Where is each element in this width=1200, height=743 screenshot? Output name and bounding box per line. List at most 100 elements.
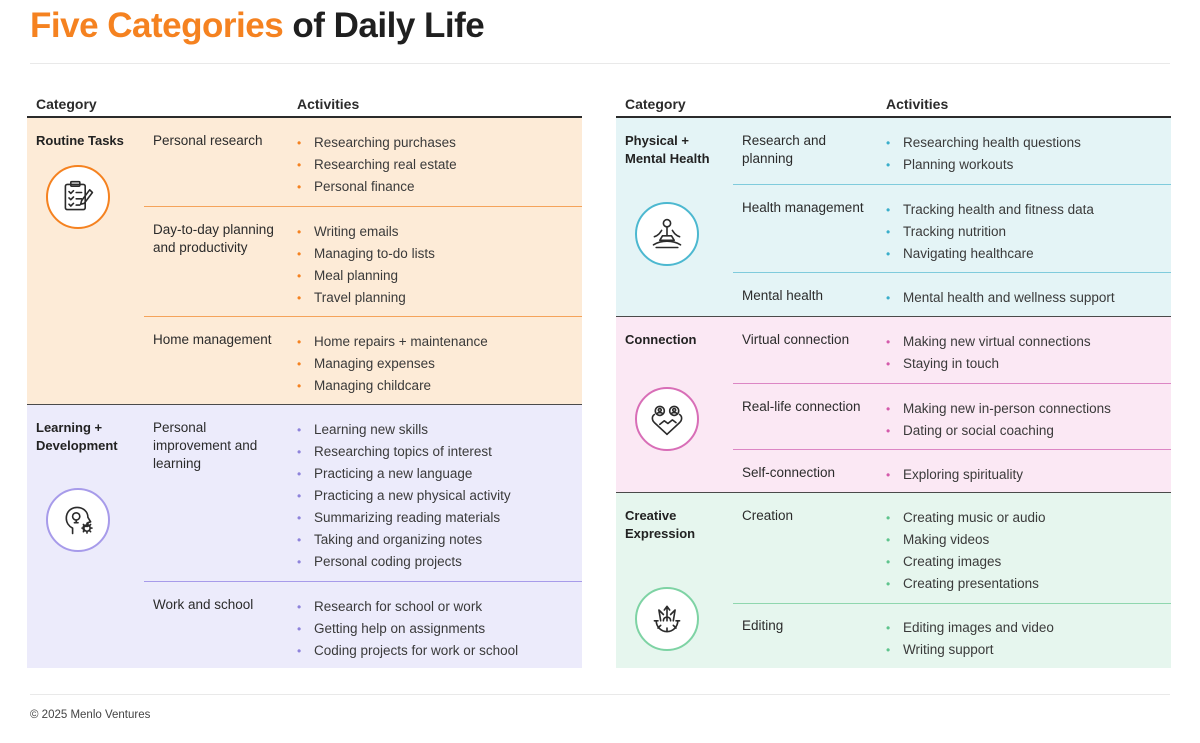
right-table-header: Category Activities xyxy=(616,95,1171,118)
activity-item: Dating or social coaching xyxy=(886,420,1111,442)
head-gear-icon xyxy=(46,488,110,552)
activity-item: Personal finance xyxy=(297,176,457,198)
activity-item: Creating music or audio xyxy=(886,507,1046,529)
subcategory-row: Creation Creating music or audio Making … xyxy=(733,493,1171,603)
subcategory-row: Health management Tracking health and fi… xyxy=(733,184,1171,272)
activity-list: Home repairs + maintenance Managing expe… xyxy=(297,331,488,397)
activity-item: Research for school or work xyxy=(297,596,518,618)
subcategory-row: Research and planning Researching health… xyxy=(733,118,1171,184)
activity-item: Getting help on assignments xyxy=(297,618,518,640)
group-creative-expression: Creative Expression Creation Creating mu… xyxy=(616,492,1171,668)
subcategory-row: Personal improvement and learning Learni… xyxy=(144,405,582,581)
subcategory-name: Mental health xyxy=(742,288,824,303)
group-label: Connection xyxy=(625,332,697,347)
group-routine-tasks: Routine Tasks Personal research Research… xyxy=(27,118,582,404)
subcategory-name: Editing xyxy=(742,618,784,633)
activity-list: Researching purchases Researching real e… xyxy=(297,132,457,198)
footer-divider xyxy=(30,694,1170,695)
activity-item: Writing support xyxy=(886,639,1054,661)
activity-item: Taking and organizing notes xyxy=(297,529,511,551)
activity-item: Creating images xyxy=(886,551,1046,573)
activity-list: Making new virtual connections Staying i… xyxy=(886,331,1091,375)
subcategory-name: Personal improvement and learning xyxy=(153,420,258,471)
subcategory-name: Day-to-day planning and productivity xyxy=(153,222,274,255)
activity-item: Learning new skills xyxy=(297,419,511,441)
left-table: Category Activities Routine Tasks Person… xyxy=(27,95,582,668)
title-rest: of Daily Life xyxy=(283,6,485,45)
subcategory-name: Work and school xyxy=(153,597,254,612)
activity-item: Mental health and wellness support xyxy=(886,287,1115,309)
activity-item: Summarizing reading materials xyxy=(297,507,511,529)
activity-list: Research for school or work Getting help… xyxy=(297,596,518,662)
activity-item: Managing expenses xyxy=(297,353,488,375)
subcategory-row: Real-life connection Making new in-perso… xyxy=(733,383,1171,449)
activity-list: Writing emails Managing to-do lists Meal… xyxy=(297,221,435,309)
activity-list: Creating music or audio Making videos Cr… xyxy=(886,507,1046,595)
activity-item: Coding projects for work or school xyxy=(297,640,518,662)
meditation-icon xyxy=(635,202,699,266)
activity-item: Researching purchases xyxy=(297,132,457,154)
subcategory-row: Work and school Research for school or w… xyxy=(144,581,582,669)
activities-header: Activities xyxy=(886,96,949,112)
group-physical-mental-health: Physical + Mental Health Research and pl… xyxy=(616,118,1171,316)
activities-header: Activities xyxy=(297,96,360,112)
subcategory-name: Home management xyxy=(153,332,272,347)
activity-list: Making new in-person connections Dating … xyxy=(886,398,1111,442)
title-divider xyxy=(30,63,1170,64)
activity-item: Editing images and video xyxy=(886,617,1054,639)
category-header: Category xyxy=(625,96,686,112)
activity-list: Mental health and wellness support xyxy=(886,287,1115,309)
group-label: Learning + Development xyxy=(36,420,118,453)
subcategory-row: Home management Home repairs + maintenan… xyxy=(144,316,582,404)
group-connection: Connection Virtual connection Making new… xyxy=(616,316,1171,492)
title-accent: Five Categories xyxy=(30,6,284,45)
group-learning-development: Learning + Development Personal improvem… xyxy=(27,404,582,668)
activity-list: Researching health questions Planning wo… xyxy=(886,132,1081,176)
checklist-icon xyxy=(46,165,110,229)
subcategory-name: Virtual connection xyxy=(742,332,850,347)
activity-item: Managing childcare xyxy=(297,375,488,397)
activity-item: Home repairs + maintenance xyxy=(297,331,488,353)
category-header: Category xyxy=(36,96,97,112)
activity-item: Exploring spirituality xyxy=(886,464,1023,486)
subcategory-row: Day-to-day planning and productivity Wri… xyxy=(144,206,582,316)
activity-list: Editing images and video Writing support xyxy=(886,617,1054,661)
subcategory-row: Virtual connection Making new virtual co… xyxy=(733,317,1171,383)
activity-item: Managing to-do lists xyxy=(297,243,435,265)
subcategory-name: Real-life connection xyxy=(742,399,861,414)
activity-list: Tracking health and fitness data Trackin… xyxy=(886,199,1094,265)
right-table: Category Activities Physical + Mental He… xyxy=(616,95,1171,668)
handshake-heart-icon xyxy=(635,387,699,451)
subcategory-name: Creation xyxy=(742,508,794,523)
activity-item: Practicing a new language xyxy=(297,463,511,485)
activity-list: Exploring spirituality xyxy=(886,464,1023,486)
activity-item: Staying in touch xyxy=(886,353,1091,375)
activity-item: Making videos xyxy=(886,529,1046,551)
subcategory-name: Health management xyxy=(742,200,864,215)
activity-item: Personal coding projects xyxy=(297,551,511,573)
activity-item: Researching health questions xyxy=(886,132,1081,154)
left-table-header: Category Activities xyxy=(27,95,582,118)
subcategory-row: Personal research Researching purchases … xyxy=(144,118,582,206)
activity-list: Learning new skills Researching topics o… xyxy=(297,419,511,573)
group-label: Physical + Mental Health xyxy=(625,133,710,166)
activity-item: Tracking health and fitness data xyxy=(886,199,1094,221)
page-title: Five Categories of Daily Life xyxy=(30,6,485,46)
activity-item: Practicing a new physical activity xyxy=(297,485,511,507)
activity-item: Planning workouts xyxy=(886,154,1081,176)
subcategory-row: Self-connection Exploring spirituality xyxy=(733,449,1171,493)
activity-item: Navigating healthcare xyxy=(886,243,1094,265)
activity-item: Writing emails xyxy=(297,221,435,243)
subcategory-name: Personal research xyxy=(153,133,263,148)
subcategory-name: Research and planning xyxy=(742,133,827,166)
subcategory-row: Editing Editing images and video Writing… xyxy=(733,603,1171,669)
activity-item: Meal planning xyxy=(297,265,435,287)
subcategory-row: Mental health Mental health and wellness… xyxy=(733,272,1171,316)
group-label: Routine Tasks xyxy=(36,133,124,148)
activity-item: Researching topics of interest xyxy=(297,441,511,463)
activity-item: Making new in-person connections xyxy=(886,398,1111,420)
activity-item: Researching real estate xyxy=(297,154,457,176)
creative-gear-icon xyxy=(635,587,699,651)
activity-item: Making new virtual connections xyxy=(886,331,1091,353)
group-label: Creative Expression xyxy=(625,508,696,541)
